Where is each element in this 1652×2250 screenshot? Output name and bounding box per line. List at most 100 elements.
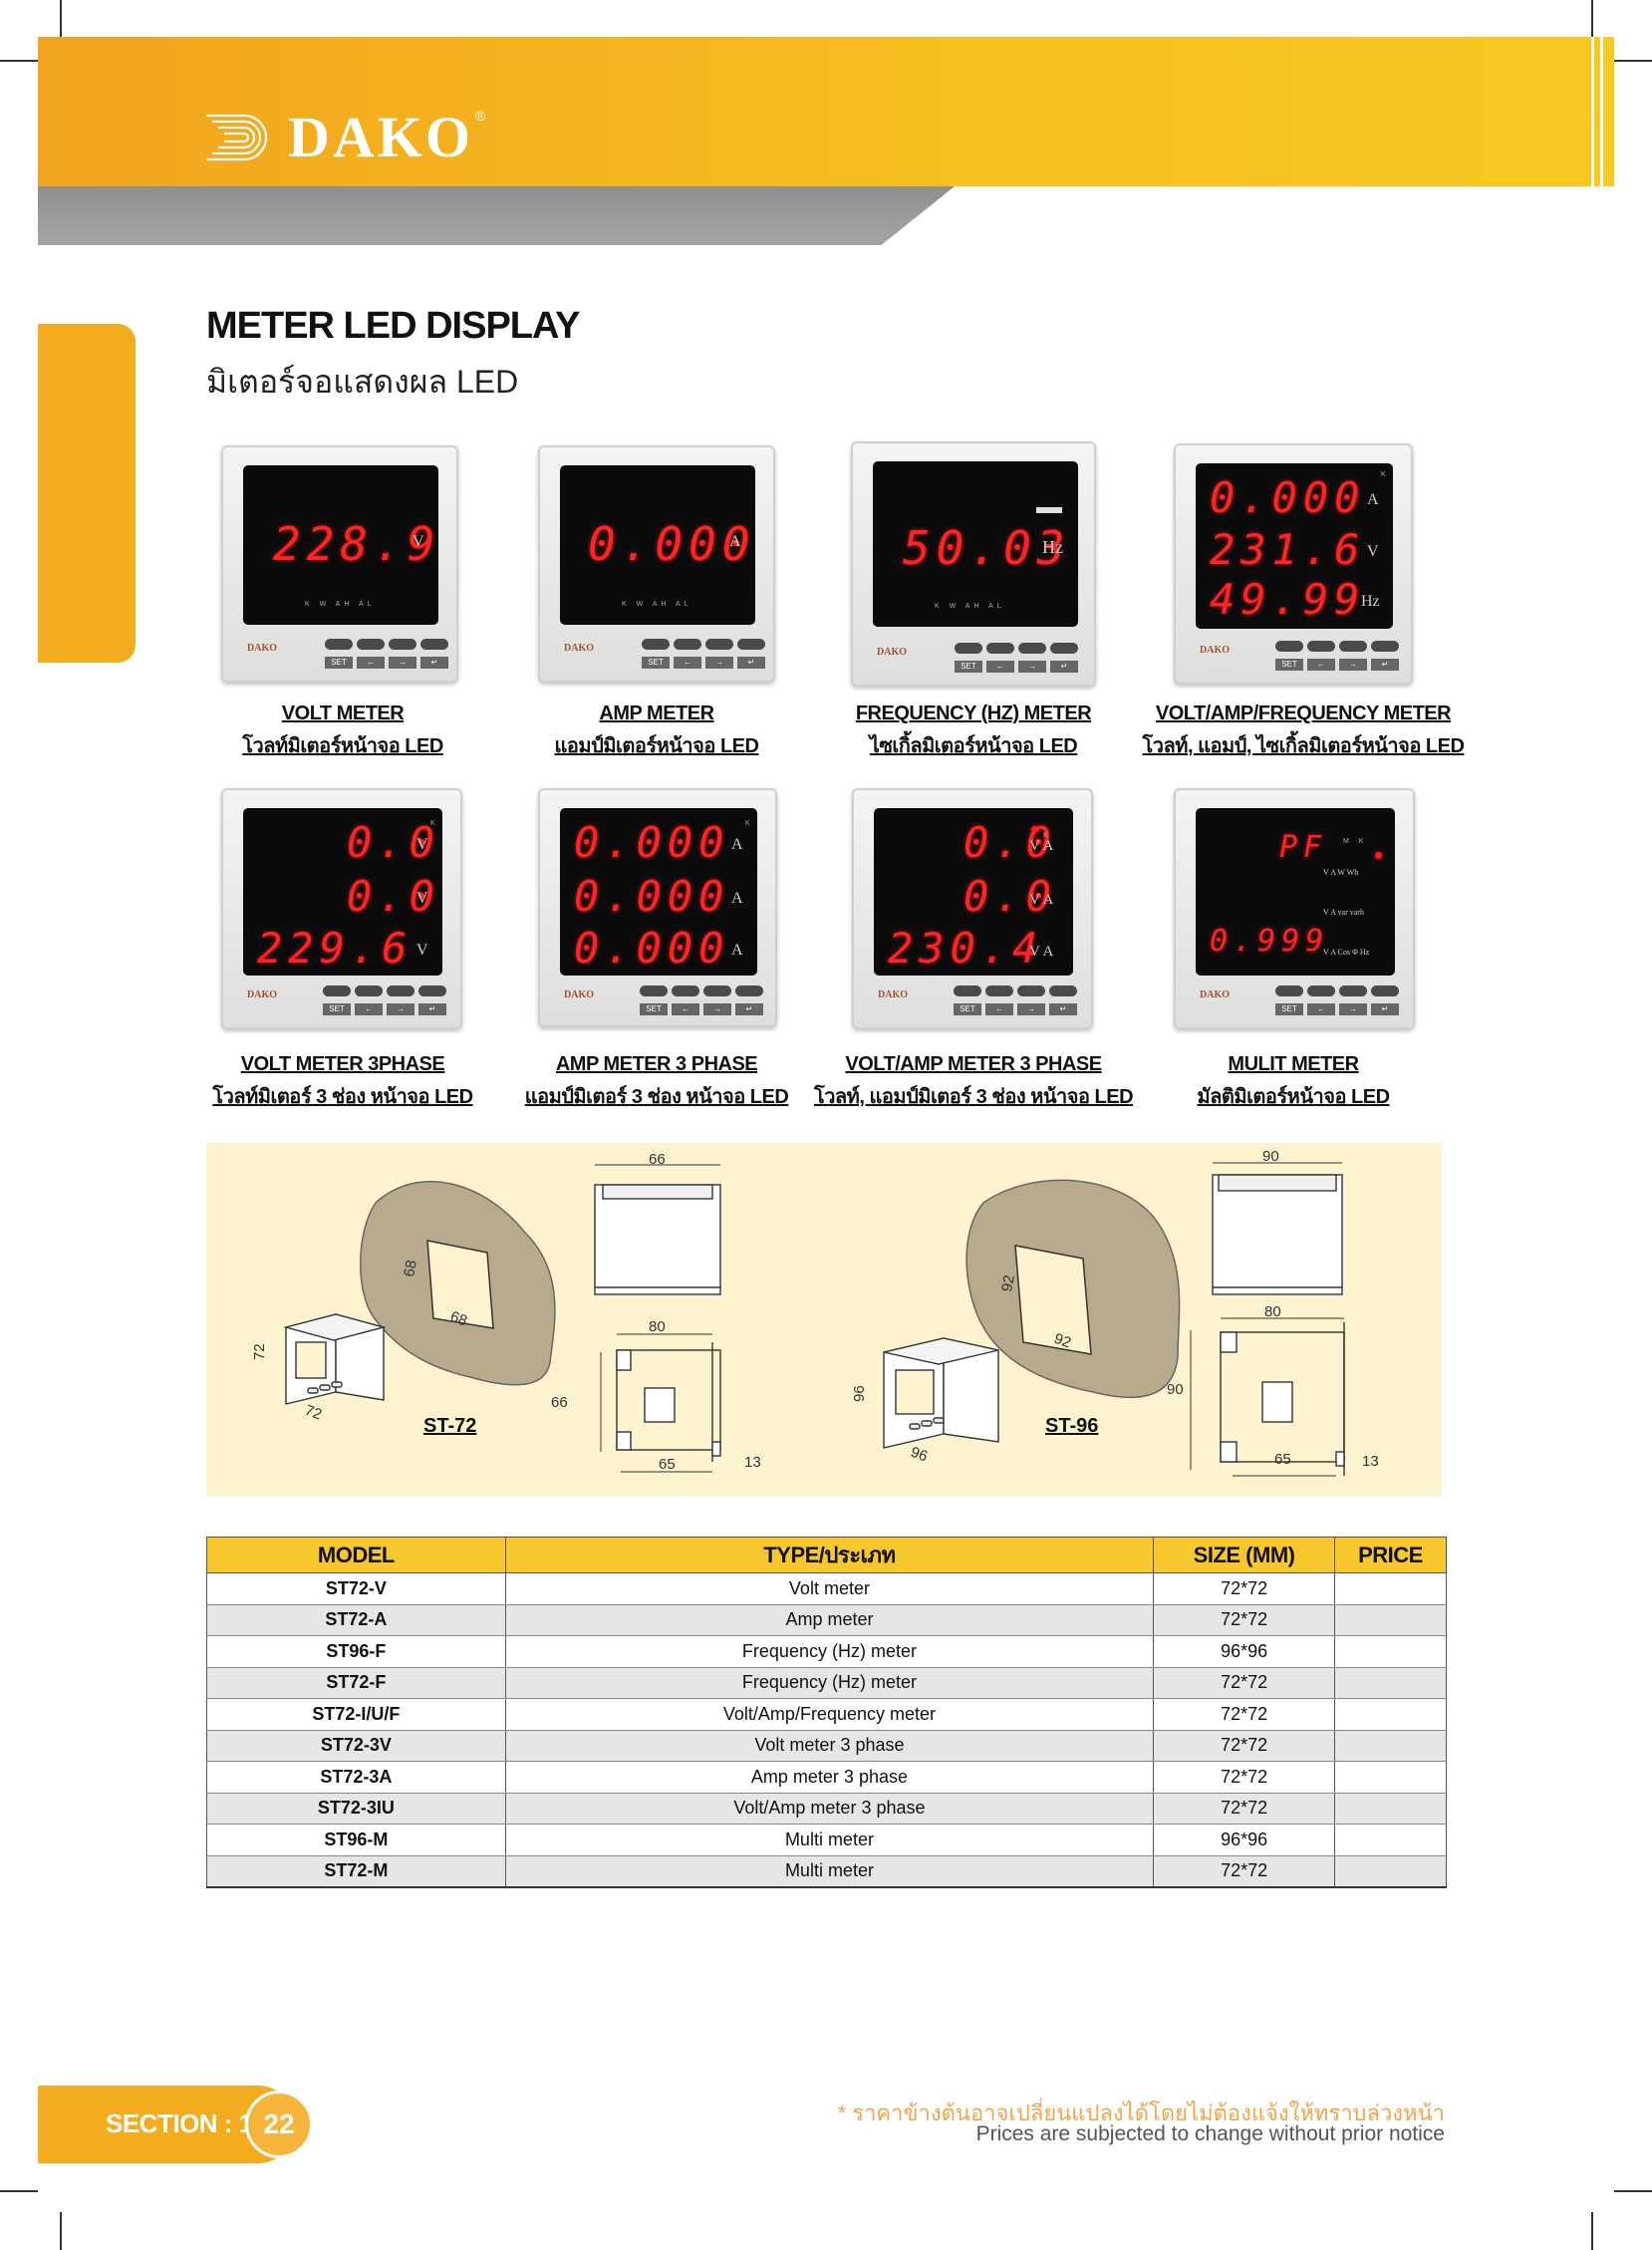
- status-led-icon: [1375, 852, 1382, 859]
- dim-label: 65: [659, 1456, 676, 1473]
- product-name-th: โวลท์มิเตอร์หน้าจอ LED: [242, 735, 443, 757]
- led-value: 49.99: [1210, 575, 1366, 624]
- led-unit: V A var varh: [1323, 908, 1364, 917]
- indicator-labels: K W AH AL: [305, 601, 376, 608]
- led-value: 0.000: [574, 924, 730, 973]
- led-screen: 0.0 V 0.0 V 229.6 V: [243, 808, 442, 976]
- side-view-st96: [1220, 1322, 1345, 1476]
- product-name-en: AMP METER: [599, 703, 714, 724]
- dim-label: 96: [909, 1444, 930, 1466]
- product-name-en: VOLT/AMP METER 3 PHASE: [845, 1053, 1102, 1075]
- product-name-en: VOLT METER: [281, 703, 405, 724]
- indicator-labels: K: [1381, 471, 1390, 478]
- dim-label: 68: [401, 1259, 420, 1277]
- product-caption: MULIT METER มัลติมิเตอร์หน้าจอ LED: [1124, 1048, 1463, 1114]
- product-caption: VOLT/AMP METER 3 PHASE โวลท์, แอมป์มิเตอ…: [804, 1048, 1143, 1114]
- indicator-labels: K: [1043, 832, 1052, 839]
- meter-brand: DAKO: [1200, 989, 1230, 1000]
- meter-keys: SET←→↵: [1275, 1003, 1399, 1015]
- crop-mark: [1591, 0, 1593, 38]
- top-view-st96: [1212, 1174, 1343, 1295]
- led-unit: V: [1367, 543, 1379, 560]
- section-side-tab: [38, 324, 136, 663]
- dim-label: 92: [1052, 1330, 1073, 1352]
- meter-iso-st72: [283, 1313, 387, 1405]
- meter-buttons: [325, 639, 448, 650]
- dim-label: 13: [744, 1454, 761, 1471]
- dim-label: 66: [551, 1394, 568, 1411]
- led-unit: V: [413, 533, 424, 550]
- header-banner: [38, 37, 1614, 186]
- led-value: 0.999: [1210, 924, 1330, 959]
- dim-label: 13: [1362, 1453, 1379, 1470]
- status-led-icon: [1031, 826, 1038, 833]
- dim-label: 96: [851, 1385, 868, 1402]
- led-screen: 0.0 V A 0.0 V A 230.4 V A: [874, 808, 1073, 976]
- product-caption: AMP METER แอมป์มิเตอร์หน้าจอ LED: [487, 698, 826, 763]
- product-name-en: FREQUENCY (HZ) METER: [855, 703, 1092, 724]
- page-title: METER LED DISPLAY: [206, 305, 580, 347]
- dim-label: 90: [1167, 1381, 1184, 1398]
- dim-label: 92: [998, 1273, 1018, 1292]
- led-value: 0.000: [1210, 473, 1366, 522]
- section-label: SECTION : 1: [106, 2109, 253, 2138]
- led-unit: V: [416, 836, 428, 853]
- led-value: 0.0: [347, 818, 440, 867]
- led-value: 50.03: [903, 521, 1071, 575]
- meter-brand: DAKO: [247, 643, 277, 654]
- product-name-th: แอมป์มิเตอร์ 3 ช่อง หน้าจอ LED: [524, 1086, 789, 1108]
- meter-buttons: [955, 643, 1078, 654]
- crop-mark: [1614, 2190, 1652, 2192]
- amp-meter-image: 0.000 A K W AH AL DAKO SET←→↵: [538, 445, 775, 683]
- top-view-st72: [594, 1184, 721, 1295]
- crop-mark: [0, 2190, 38, 2192]
- indicator-labels: K: [745, 820, 754, 827]
- header-divider: [1591, 37, 1594, 186]
- led-value: 230.4: [888, 924, 1044, 973]
- led-unit: A: [1367, 491, 1379, 508]
- column-header: MODEL: [206, 1537, 506, 1573]
- led-unit: V A Cos Φ Hz: [1323, 948, 1370, 957]
- dim-label: 80: [1264, 1303, 1281, 1320]
- multi-meter-image: PF V A W Wh V A var varh 0.999 V A Cos Φ…: [1174, 788, 1415, 1029]
- led-value: 231.6: [1210, 525, 1366, 574]
- volt-meter-image: 228.9 V K W AH AL DAKO SET←→↵: [221, 445, 458, 683]
- meter-keys: SET←→↵: [955, 661, 1078, 673]
- crop-mark: [60, 2212, 62, 2250]
- column-header: TYPE/ประเภท: [504, 1537, 1155, 1573]
- amp-meter-3phase-image: 0.000 A 0.000 A 0.000 A K DAKO SET←→↵: [538, 788, 777, 1027]
- product-name-th: มัลติมิเตอร์หน้าจอ LED: [1197, 1086, 1390, 1108]
- meter-keys: SET←→↵: [642, 657, 765, 669]
- meter-brand: DAKO: [247, 989, 277, 1000]
- led-value: PF: [1279, 830, 1328, 865]
- crop-mark: [0, 60, 38, 62]
- indicator-labels: K: [430, 820, 439, 827]
- meter-buttons: [1275, 641, 1399, 652]
- dim-label: 65: [1274, 1451, 1291, 1468]
- led-screen: PF V A W Wh V A var varh 0.999 V A Cos Φ…: [1196, 808, 1395, 976]
- led-unit: V A W Wh: [1323, 868, 1359, 877]
- crop-mark: [1614, 60, 1652, 62]
- led-screen: 228.9 V K W AH AL: [243, 465, 438, 625]
- meter-brand: DAKO: [564, 989, 594, 1000]
- crop-mark: [1591, 2212, 1593, 2250]
- column-header: SIZE (MM): [1153, 1537, 1336, 1573]
- dim-label: 90: [1262, 1148, 1279, 1165]
- indicator-labels: K W AH AL: [622, 601, 692, 608]
- status-indicator: [1036, 507, 1062, 513]
- indicator-labels: M K: [1343, 838, 1368, 845]
- led-unit: V A: [1029, 944, 1054, 960]
- product-name-en: VOLT METER 3PHASE: [240, 1053, 445, 1075]
- product-name-th: แอมป์มิเตอร์หน้าจอ LED: [554, 735, 759, 757]
- led-unit: V A: [1029, 838, 1054, 854]
- meter-keys: SET←→↵: [325, 657, 448, 669]
- panel-cutout-st96: [1014, 1245, 1092, 1355]
- dimension-diagram: 68 68 72 72 ST-72 66: [206, 1143, 1442, 1497]
- led-unit: A: [729, 533, 741, 550]
- meter-keys: SET←→↵: [323, 1003, 446, 1015]
